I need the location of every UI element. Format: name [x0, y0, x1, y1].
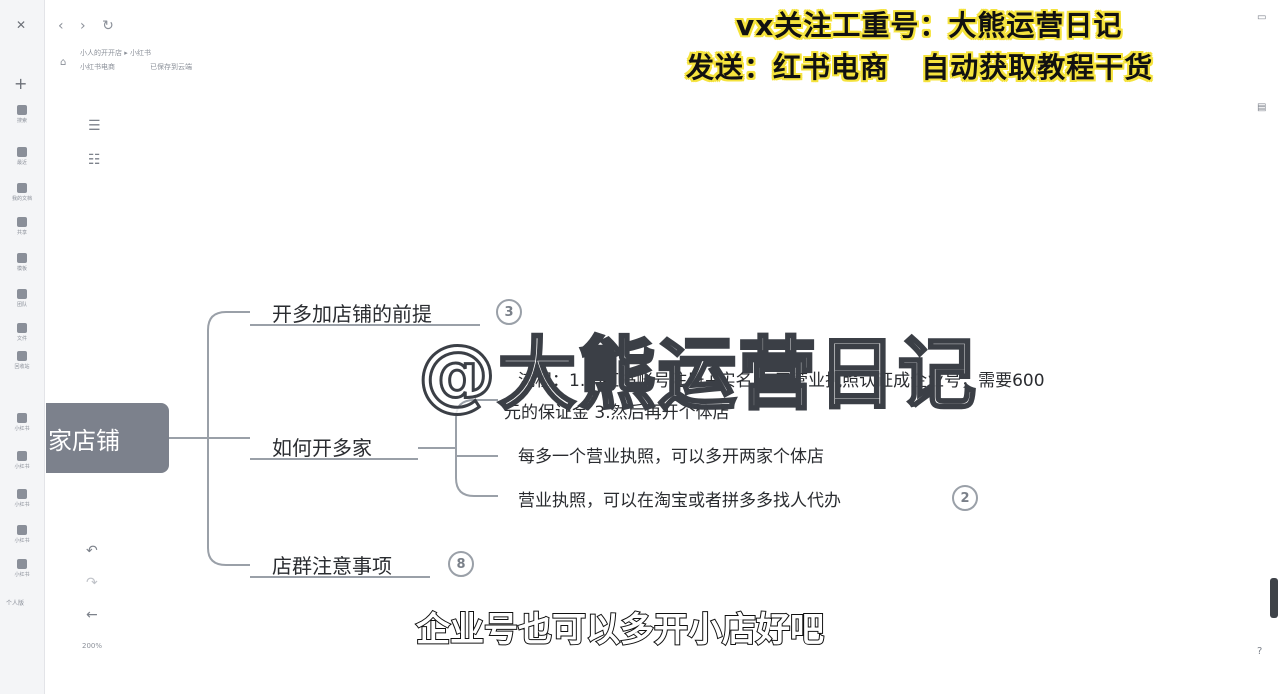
undo-icon[interactable]: ↶: [86, 543, 98, 559]
redo-icon[interactable]: ↷: [86, 575, 98, 591]
back-icon[interactable]: ←: [86, 607, 98, 623]
watermark-banner-line2: 发送：红书电商 自动获取教程干货: [686, 51, 1154, 84]
leaf-node-license[interactable]: 每多一个营业执照，可以多开两家个体店: [518, 447, 824, 467]
branch-node-prerequisites[interactable]: 开多加店铺的前提: [272, 302, 432, 326]
app-sidebar: ✕ + 搜索 最近 我的文档 共享 模板 团队 文件 回收站 小红书 小红书 小…: [0, 0, 45, 694]
center-watermark: @大熊运营日记: [416, 329, 979, 422]
folder-icon: [17, 322, 27, 333]
branch-underline: [250, 324, 480, 326]
file-icon: [17, 450, 27, 461]
panel-icon[interactable]: ▤: [1257, 102, 1267, 113]
template-icon: [17, 252, 27, 263]
rail-item-shared[interactable]: 共享: [8, 212, 36, 240]
structure-icon[interactable]: ☷: [88, 152, 101, 168]
branch-node-cautions[interactable]: 店群注意事项: [272, 554, 392, 578]
scrollbar-thumb[interactable]: [1270, 578, 1278, 618]
breadcrumb[interactable]: 小人的开开店 ▸ 小红书: [80, 49, 151, 57]
outline-icon[interactable]: ☰: [88, 118, 101, 134]
branch-underline: [250, 458, 418, 460]
rail-item-team[interactable]: 团队: [8, 284, 36, 312]
account-label[interactable]: 个人版: [6, 600, 25, 607]
share-icon: [17, 216, 27, 227]
nav-controls[interactable]: ‹ › ↻: [58, 18, 120, 34]
search-icon: [17, 104, 27, 115]
close-icon[interactable]: ✕: [16, 18, 27, 32]
breadcrumb-folder[interactable]: 小红书电商: [80, 63, 115, 71]
rail-item-docs[interactable]: 我的文档: [8, 178, 36, 206]
trash-icon: [17, 350, 27, 361]
home-icon[interactable]: ⌂: [60, 57, 67, 68]
rail-item-file-1[interactable]: 小红书: [8, 408, 36, 436]
collapsed-count-badge[interactable]: 3: [496, 299, 522, 325]
mindmap-root-node[interactable]: 家店铺: [46, 403, 169, 473]
root-node-label: 家店铺: [48, 426, 120, 455]
file-icon: [17, 558, 27, 569]
rail-item-file-3[interactable]: 小红书: [8, 484, 36, 512]
branch-underline: [250, 576, 430, 578]
rail-item-files[interactable]: 文件: [8, 318, 36, 346]
branch-node-how-to[interactable]: 如何开多家: [272, 436, 372, 460]
leaf-node-agent[interactable]: 营业执照，可以在淘宝或者拼多多找人代办: [518, 491, 841, 511]
zoom-level[interactable]: 200%: [82, 642, 103, 650]
help-icon[interactable]: ?: [1257, 646, 1263, 657]
file-icon: [17, 488, 27, 499]
leaf-node-process-line2[interactable]: 元的保证金 3.然后再开个体店: [504, 403, 730, 423]
rail-item-file-4[interactable]: 小红书: [8, 520, 36, 548]
file-icon: [17, 524, 27, 535]
watermark-banner-line1: vx关注工重号：大熊运营日记: [736, 9, 1123, 42]
rail-item-recent[interactable]: 最近: [8, 142, 36, 170]
rail-item-search[interactable]: 搜索: [8, 100, 36, 128]
doc-icon: [17, 182, 27, 193]
collapsed-count-badge[interactable]: 2: [952, 485, 978, 511]
video-subtitle: 企业号也可以多开小店好吧: [415, 609, 825, 651]
rail-item-trash[interactable]: 回收站: [8, 346, 36, 374]
clock-icon: [17, 146, 27, 157]
rail-item-file-5[interactable]: 小红书: [8, 554, 36, 582]
save-status: 已保存到云端: [150, 63, 192, 71]
leaf-node-process-line1[interactable]: 流程：1.小红书账号注册+实名 2.用营业执照认证成企业号，需要600: [518, 371, 1045, 391]
add-icon[interactable]: +: [14, 74, 28, 93]
file-icon: [17, 412, 27, 423]
window-icon[interactable]: ▭: [1257, 12, 1267, 23]
collapsed-count-badge[interactable]: 8: [448, 551, 474, 577]
rail-item-templates[interactable]: 模板: [8, 248, 36, 276]
rail-item-file-2[interactable]: 小红书: [8, 446, 36, 474]
team-icon: [17, 288, 27, 299]
